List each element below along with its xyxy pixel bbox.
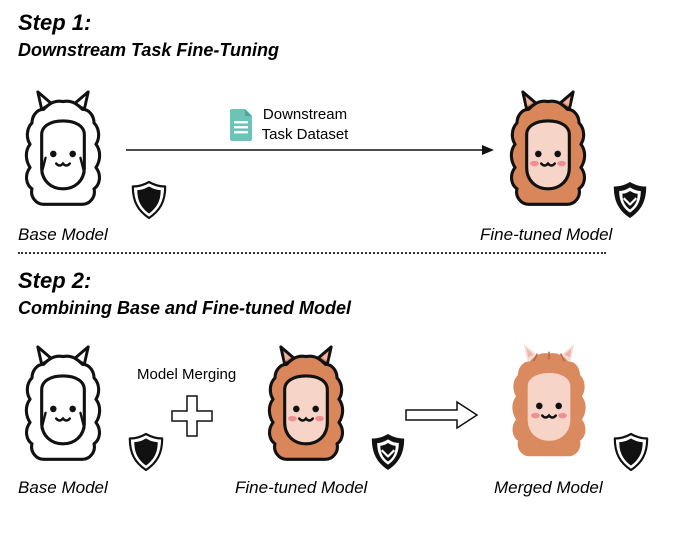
arrow-icon — [126, 145, 494, 155]
step2-subtitle: Combining Base and Fine-tuned Model — [18, 298, 351, 318]
merged-model-caption: Merged Model — [494, 478, 603, 497]
shield-icon — [612, 180, 648, 220]
finetuned-model-caption: Fine-tuned Model — [480, 225, 613, 244]
base-model-caption: Base Model — [18, 478, 108, 497]
alpaca-icon — [499, 88, 597, 214]
finetuned-model-caption: Fine-tuned Model — [235, 478, 368, 497]
step2-title: Step 2: — [18, 268, 92, 293]
alpaca-icon — [14, 343, 112, 469]
alpaca-icon — [500, 340, 598, 466]
step1-subtitle: Downstream Task Fine-Tuning — [18, 40, 280, 60]
arrow-icon — [405, 400, 479, 430]
section-divider — [18, 252, 606, 254]
plus-icon — [171, 395, 213, 437]
document-icon — [230, 109, 252, 141]
base-model-caption: Base Model — [18, 225, 108, 244]
dataset-label-line1: Downstream — [262, 106, 348, 123]
shield-icon — [128, 432, 164, 472]
shield-icon — [370, 432, 406, 472]
shield-icon — [613, 432, 649, 472]
alpaca-icon — [257, 343, 355, 469]
shield-icon — [131, 180, 167, 220]
step1-title: Step 1: — [18, 10, 92, 35]
alpaca-icon — [14, 88, 112, 214]
model-merging-label: Model Merging — [137, 366, 237, 383]
dataset-label-line2: Task Dataset — [261, 126, 349, 143]
